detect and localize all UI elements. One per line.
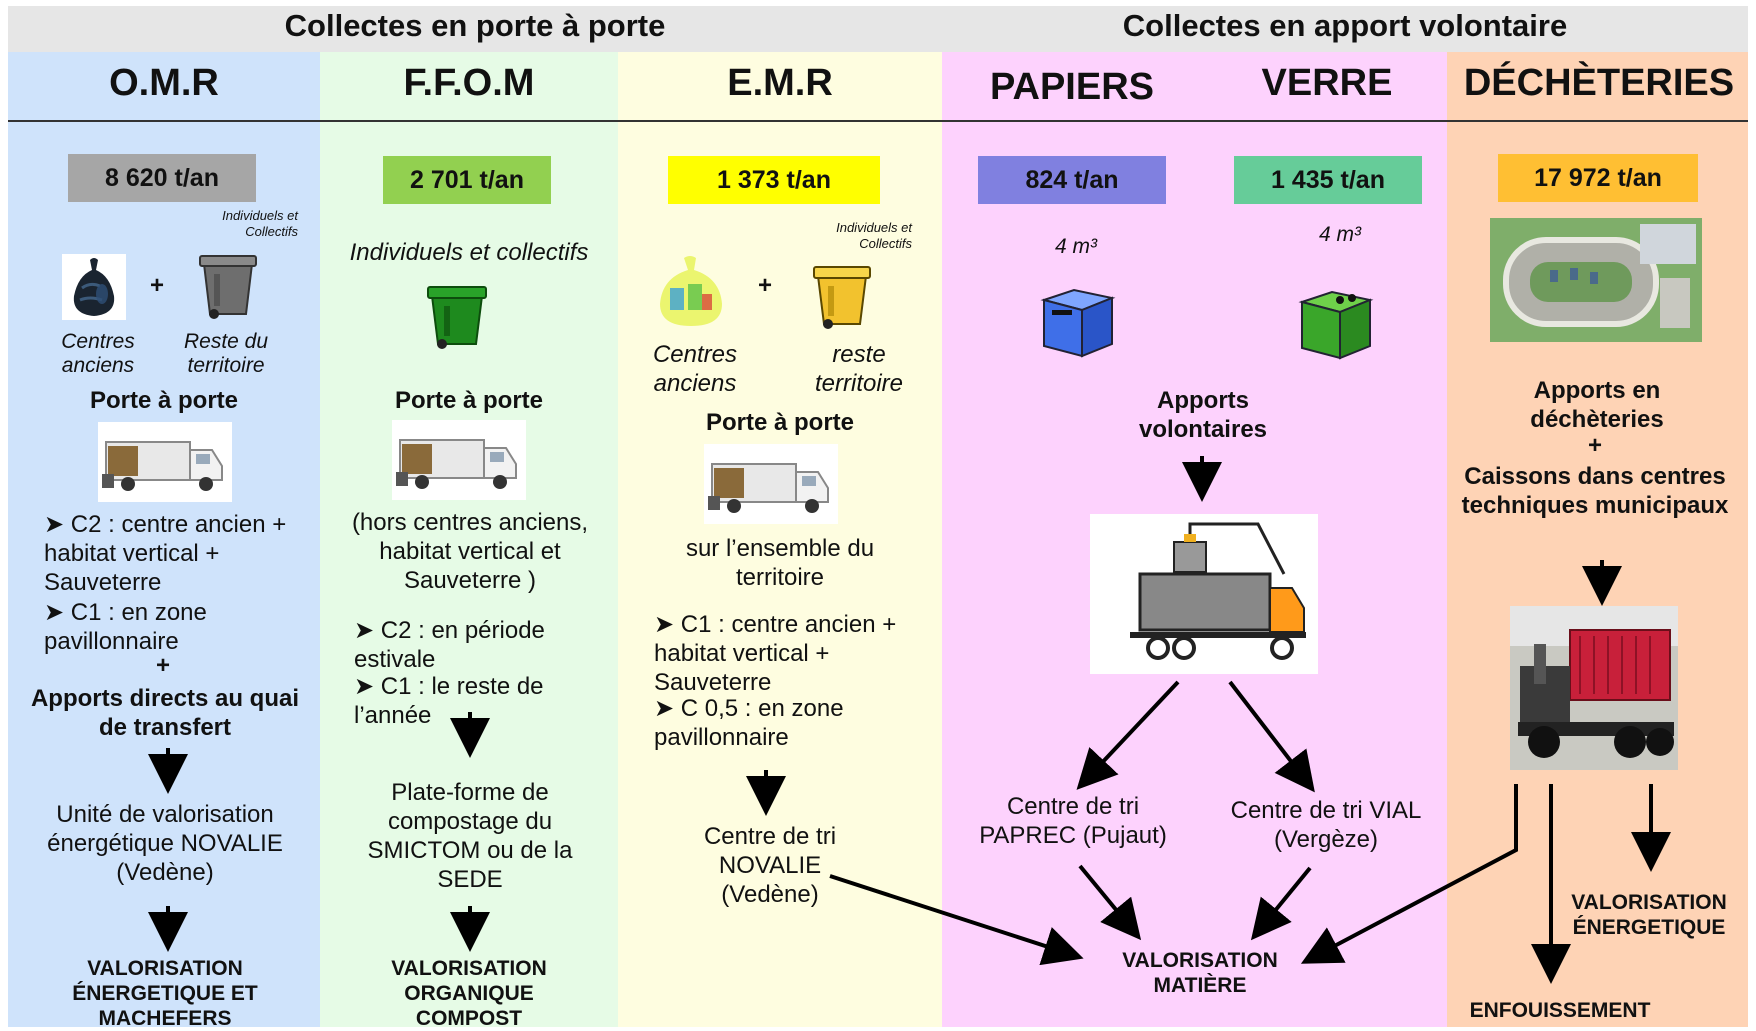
arrow-icon xyxy=(1228,680,1315,793)
papiers-title: PAPIERS xyxy=(989,66,1154,108)
papiers-tonnage-badge: 824 t/an xyxy=(978,156,1166,204)
garbage-truck-icon xyxy=(704,444,838,524)
emr-tonnage-badge: 1 373 t/an xyxy=(668,156,880,204)
omr-plus-sign: + xyxy=(150,272,165,299)
arrow-icon xyxy=(1076,680,1180,790)
omr-frequency-2: ➤ C1 : en zone pavillonnaire xyxy=(44,599,207,655)
green-bin-icon xyxy=(427,286,487,349)
emr-small-label: Individuels et Collectifs xyxy=(836,220,912,251)
black-bag-icon xyxy=(62,254,126,320)
yellow-bin-icon xyxy=(813,266,871,329)
header-divider xyxy=(8,120,1748,122)
omr-caption-left: Centres anciens xyxy=(61,330,135,377)
grey-bin-icon xyxy=(199,255,257,319)
omr-destination: Unité de valorisation énergétique NOVALI… xyxy=(47,801,283,886)
arrow-icon xyxy=(829,874,1084,966)
decheteries-tonnage-badge: 17 972 t/an xyxy=(1498,154,1698,202)
garbage-truck-icon xyxy=(98,422,232,502)
omr-column xyxy=(8,52,320,1027)
green-container-icon xyxy=(1298,290,1374,360)
emr-mode: Porte à porte xyxy=(705,409,855,436)
verre-title: VERRE xyxy=(1261,62,1393,104)
crane-truck-icon xyxy=(1090,514,1318,674)
garbage-truck-icon xyxy=(392,420,526,500)
header-bar-left xyxy=(8,6,942,52)
decheteries-outcome-energy: VALORISATION ÉNERGETIQUE xyxy=(1571,891,1727,939)
blue-container-icon xyxy=(1040,288,1116,358)
emr-destination: Centre de tri NOVALIE (Vedène) xyxy=(703,823,837,908)
recycling-bag-icon xyxy=(660,256,722,326)
omr-tonnage-badge: 8 620 t/an xyxy=(68,154,256,202)
ffom-outcome: VALORISATION ORGANIQUE COMPOST xyxy=(391,957,547,1030)
verre-destination: Centre de tri VIAL (Vergèze) xyxy=(1230,797,1422,853)
decheterie-aerial-icon xyxy=(1490,218,1702,342)
emr-title: E.M.R xyxy=(727,62,833,104)
emr-scope: sur l’ensemble du territoire xyxy=(685,535,875,591)
decheteries-mode-1: Apports en déchèteries xyxy=(1530,377,1664,433)
ffom-users: Individuels et collectifs xyxy=(349,239,589,266)
decheteries-plus: + xyxy=(1588,432,1603,459)
omr-outcome: VALORISATION ÉNERGETIQUE ET MACHEFERS xyxy=(72,957,258,1030)
decheteries-column xyxy=(1447,52,1748,1027)
apport-outcome: VALORISATION MATIÈRE xyxy=(1122,949,1278,997)
decheteries-outcome-landfill: ENFOUISSEMENT xyxy=(1469,999,1651,1022)
ffom-mode: Porte à porte xyxy=(394,387,544,414)
emr-frequency-1: ➤ C1 : centre ancien + habitat vertical … xyxy=(654,611,897,696)
ffom-title: F.F.O.M xyxy=(403,62,535,104)
ffom-scope: (hors centres anciens, habitat vertical … xyxy=(351,509,589,594)
omr-plus-extra: + xyxy=(156,652,171,679)
group-title-apport-volontaire: Collectes en apport volontaire xyxy=(1122,8,1568,43)
group-title-porte-a-porte: Collectes en porte à porte xyxy=(284,8,666,43)
verre-tonnage-badge: 1 435 t/an xyxy=(1234,156,1422,204)
ffom-frequency-2: ➤ C1 : le reste de l’année xyxy=(354,673,544,729)
emr-caption-left: Centres anciens xyxy=(652,341,738,397)
omr-mode: Porte à porte xyxy=(89,387,239,414)
verre-volume: 4 m³ xyxy=(1319,223,1361,246)
arrow-icon xyxy=(1078,864,1142,941)
papiers-destination: Centre de tri PAPREC (Pujaut) xyxy=(979,793,1167,849)
emr-caption-right: reste territoire xyxy=(814,341,904,397)
ffom-tonnage-badge: 2 701 t/an xyxy=(383,156,551,204)
omr-title: O.M.R xyxy=(109,62,219,104)
ffom-column xyxy=(320,52,618,1027)
apport-mode: Apports volontaires xyxy=(1138,387,1268,443)
decheteries-mode-2: Caissons dans centres techniques municip… xyxy=(1461,463,1729,519)
decheteries-title: DÉCHÈTERIES xyxy=(1463,62,1735,104)
omr-caption-right: Reste du territoire xyxy=(183,330,269,377)
emr-frequency-2: ➤ C 0,5 : en zone pavillonnaire xyxy=(654,695,844,751)
arrow-icon xyxy=(1250,866,1312,941)
omr-extra-mode: Apports directs au quai de transfert xyxy=(30,685,300,741)
skip-truck-icon xyxy=(1510,606,1678,770)
arrow-icon xyxy=(1300,784,1518,964)
emr-column xyxy=(618,52,942,1027)
omr-small-label: Individuels et Collectifs xyxy=(222,208,298,239)
ffom-frequency-1: ➤ C2 : en période estivale xyxy=(354,617,545,673)
papiers-volume: 4 m³ xyxy=(1055,235,1097,258)
header-bar-right xyxy=(942,6,1748,52)
ffom-destination: Plate-forme de compostage du SMICTOM ou … xyxy=(367,779,573,893)
emr-plus-sign: + xyxy=(758,272,773,299)
omr-frequency-1: ➤ C2 : centre ancien + habitat vertical … xyxy=(44,511,287,596)
